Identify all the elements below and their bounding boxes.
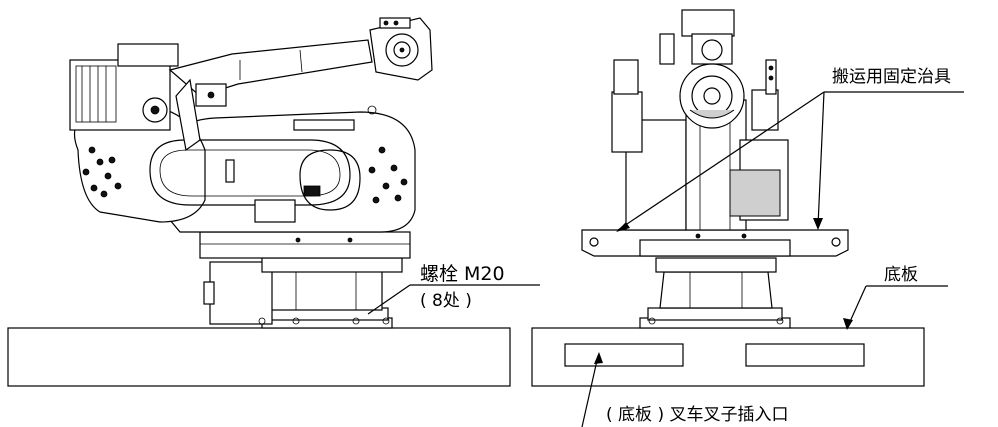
robot-body-side bbox=[73, 104, 416, 233]
motor-housing-side bbox=[69, 43, 179, 131]
base-plate-side bbox=[7, 327, 511, 387]
base-plate-label: 底板 bbox=[884, 265, 918, 285]
bolt-count-label: ( 8处 ) bbox=[420, 291, 472, 311]
arrow-head-left bbox=[616, 222, 630, 232]
base-plate-callout: 底板 bbox=[843, 265, 948, 330]
arrow-head-slot bbox=[594, 352, 603, 364]
robot-wrist-side bbox=[369, 17, 433, 81]
robot-top-front bbox=[679, 9, 745, 129]
front-view: 搬运用固定治具 底板 ( 底板 ) 叉车叉子插入口 bbox=[531, 9, 964, 427]
housing-bolt-dots bbox=[82, 146, 408, 204]
forklift-slot-right bbox=[745, 343, 865, 367]
robot-arm-side bbox=[168, 39, 373, 152]
arrow-head-right bbox=[813, 218, 823, 230]
robot-pedestal-side bbox=[199, 231, 411, 329]
arrow-head-base bbox=[843, 318, 853, 330]
forklift-slot-left bbox=[564, 343, 684, 367]
bolt-label: 螺栓 M20 bbox=[420, 263, 505, 285]
side-view: 螺栓 M20 ( 8处 ) bbox=[7, 17, 540, 387]
robot-pedestal-front bbox=[639, 257, 791, 329]
transport-fixture bbox=[581, 229, 849, 257]
forklift-callout: ( 底板 ) 叉车叉子插入口 bbox=[581, 352, 788, 427]
fixture-label: 搬运用固定治具 bbox=[832, 67, 951, 87]
bolt-callout: 螺栓 M20 ( 8处 ) bbox=[367, 263, 540, 315]
forklift-slot-label: ( 底板 ) 叉车叉子插入口 bbox=[606, 405, 788, 425]
fixture-callout: 搬运用固定治具 bbox=[616, 67, 964, 232]
